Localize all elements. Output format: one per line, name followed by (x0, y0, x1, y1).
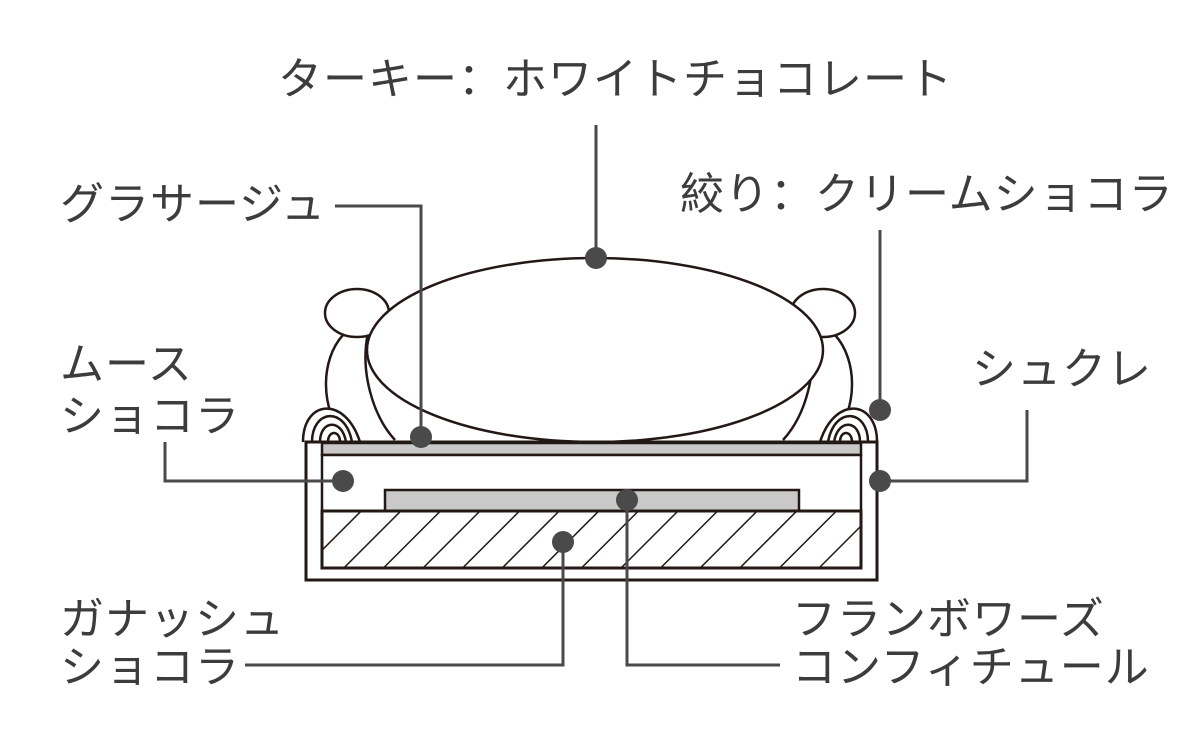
framboise-layer (383, 488, 801, 513)
right-cream-roll (818, 407, 879, 443)
label-shibori: 絞り：クリームショコラ (680, 169, 1174, 220)
label-framboise-line1: フランボワーズ (792, 594, 1105, 645)
glacage-layer (320, 441, 863, 457)
label-glacage: グラサージュ (60, 179, 327, 230)
label-framboise-line2: コンフィチュール (792, 642, 1150, 693)
label-turkey: ターキー：ホワイトチョコレート (278, 54, 953, 105)
ganache-layer (320, 509, 863, 570)
label-sucree: シュクレ (972, 344, 1152, 395)
label-mousse-line1: ムース (60, 339, 193, 390)
label-ganache-line2: ショコラ (60, 642, 240, 693)
leader-dots (332, 247, 891, 553)
label-mousse-line2: ショコラ (60, 391, 240, 442)
left-cream-roll (301, 407, 362, 443)
leader-lines (163, 125, 1029, 667)
turkey-dome (365, 256, 825, 442)
label-ganache-line1: ガナッシュ (60, 594, 285, 645)
